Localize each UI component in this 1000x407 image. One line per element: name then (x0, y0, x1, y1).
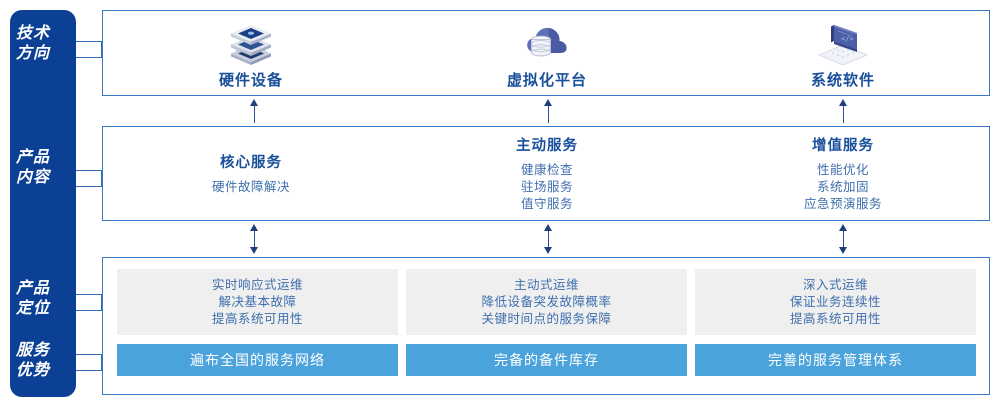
connector-advantage-join (101, 354, 102, 370)
tech-direction-row: 硬件设备 虚拟化平台 (102, 10, 990, 96)
connector-position-top (76, 294, 102, 295)
tech-label-virtualization: 虚拟化平台 (506, 71, 587, 89)
arrow-up-hardware (250, 99, 258, 106)
connector-advantage-bottom (76, 370, 102, 371)
positioning-item: 主动式运维 (513, 277, 579, 292)
connector-tech-join (101, 41, 102, 57)
product-content-row: 核心服务 硬件故障解决 主动服务 健康检查 驻场服务 值守服务 增值服务 性能优… (102, 126, 990, 221)
content-item: 应急预演服务 (803, 197, 882, 211)
advantage-bar-management-system[interactable]: 完善的服务管理体系 (695, 344, 976, 376)
sidebar-label-line1: 技术 (15, 25, 50, 42)
content-item: 性能优化 (816, 163, 869, 177)
connector-tech-bottom (76, 57, 102, 58)
connector-position-bottom (76, 310, 102, 311)
positioning-item: 提高系统可用性 (789, 311, 881, 326)
arrow-down-proactive (544, 247, 552, 254)
connector-content-join (101, 170, 102, 186)
arrow-stem-dual-core (254, 229, 255, 248)
tech-label-system-software: 系统软件 (810, 71, 875, 89)
arrow-stem-dual-value-added (843, 229, 844, 248)
laptop-screen-icon: </> (811, 17, 875, 66)
positioning-item: 深入式运维 (802, 277, 868, 292)
content-column-proactive[interactable]: 主动服务 健康检查 驻场服务 值守服务 (399, 127, 695, 220)
content-item: 值守服务 (520, 197, 573, 211)
sidebar-label-tech-direction: 技术 方向 (0, 24, 66, 64)
sidebar-label-line1: 产品 (15, 280, 50, 297)
svg-text:</>: </> (841, 35, 854, 43)
connector-tech-top (76, 41, 102, 42)
connector-content-top (76, 170, 102, 171)
positioning-column-realtime[interactable]: 实时响应式运维 解决基本故障 提高系统可用性 遍布全国的服务网络 (117, 269, 398, 376)
sidebar-label-service-advantage: 服务 优势 (0, 341, 66, 381)
content-title-value-added: 增值服务 (812, 138, 874, 154)
sidebar-label-line2: 内容 (15, 169, 50, 186)
arrow-stem-hardware (254, 104, 255, 123)
sidebar-label-line2: 优势 (15, 362, 50, 379)
arrow-up-proactive (544, 224, 552, 231)
content-item: 系统加固 (816, 180, 869, 194)
tech-label-hardware: 硬件设备 (218, 71, 283, 89)
connector-position-join (101, 294, 102, 310)
sidebar-label-line2: 方向 (15, 45, 50, 62)
positioning-item: 降低设备突发故障概率 (481, 294, 612, 309)
tech-column-virtualization[interactable]: 虚拟化平台 (399, 11, 695, 95)
arrow-stem-virtualization (548, 104, 549, 123)
arrow-down-core (250, 247, 258, 254)
positioning-panel: 实时响应式运维 解决基本故障 提高系统可用性 (117, 269, 398, 335)
arrow-down-value-added (839, 247, 847, 254)
arrow-up-core (250, 224, 258, 231)
positioning-panel: 主动式运维 降低设备突发故障概率 关键时间点的服务保障 (406, 269, 687, 335)
sidebar-label-product-content: 产品 内容 (0, 148, 66, 188)
positioning-item: 实时响应式运维 (211, 277, 303, 292)
content-title-proactive: 主动服务 (516, 138, 578, 154)
positioning-item: 关键时间点的服务保障 (481, 311, 612, 326)
positioning-column-proactive[interactable]: 主动式运维 降低设备突发故障概率 关键时间点的服务保障 完备的备件库存 (406, 269, 687, 376)
connector-content-bottom (76, 186, 102, 187)
sidebar-label-line1: 产品 (15, 149, 50, 166)
sidebar-label-product-position: 产品 定位 (0, 279, 66, 319)
content-column-core[interactable]: 核心服务 硬件故障解决 (103, 127, 399, 220)
tech-column-system-software[interactable]: </> 系统软件 (695, 11, 991, 95)
content-item: 驻场服务 (520, 180, 573, 194)
positioning-panel: 深入式运维 保证业务连续性 提高系统可用性 (695, 269, 976, 335)
advantage-bar-spare-parts[interactable]: 完备的备件库存 (406, 344, 687, 376)
content-item: 硬件故障解决 (211, 180, 290, 194)
positioning-item: 解决基本故障 (218, 294, 297, 309)
cloud-database-icon (515, 17, 579, 65)
arrow-up-system-software (839, 99, 847, 106)
arrow-stem-dual-proactive (548, 229, 549, 248)
sidebar-label-line2: 定位 (15, 300, 50, 317)
positioning-item: 保证业务连续性 (789, 294, 881, 309)
content-title-core: 核心服务 (220, 155, 282, 171)
sidebar-label-line1: 服务 (15, 342, 50, 359)
arrow-stem-system-software (843, 104, 844, 123)
content-column-value-added[interactable]: 增值服务 性能优化 系统加固 应急预演服务 (695, 127, 991, 220)
positioning-item: 提高系统可用性 (211, 311, 303, 326)
arrow-up-virtualization (544, 99, 552, 106)
advantage-bar-service-network[interactable]: 遍布全国的服务网络 (117, 344, 398, 376)
content-item: 健康检查 (520, 163, 573, 177)
server-stack-icon (219, 17, 283, 65)
positioning-column-indepth[interactable]: 深入式运维 保证业务连续性 提高系统可用性 完善的服务管理体系 (695, 269, 976, 376)
product-positioning-row: 实时响应式运维 解决基本故障 提高系统可用性 遍布全国的服务网络 主动式运维 降… (102, 257, 990, 395)
arrow-up-value-added (839, 224, 847, 231)
tech-column-hardware[interactable]: 硬件设备 (103, 11, 399, 95)
category-sidebar (10, 10, 76, 397)
connector-advantage-top (76, 354, 102, 355)
